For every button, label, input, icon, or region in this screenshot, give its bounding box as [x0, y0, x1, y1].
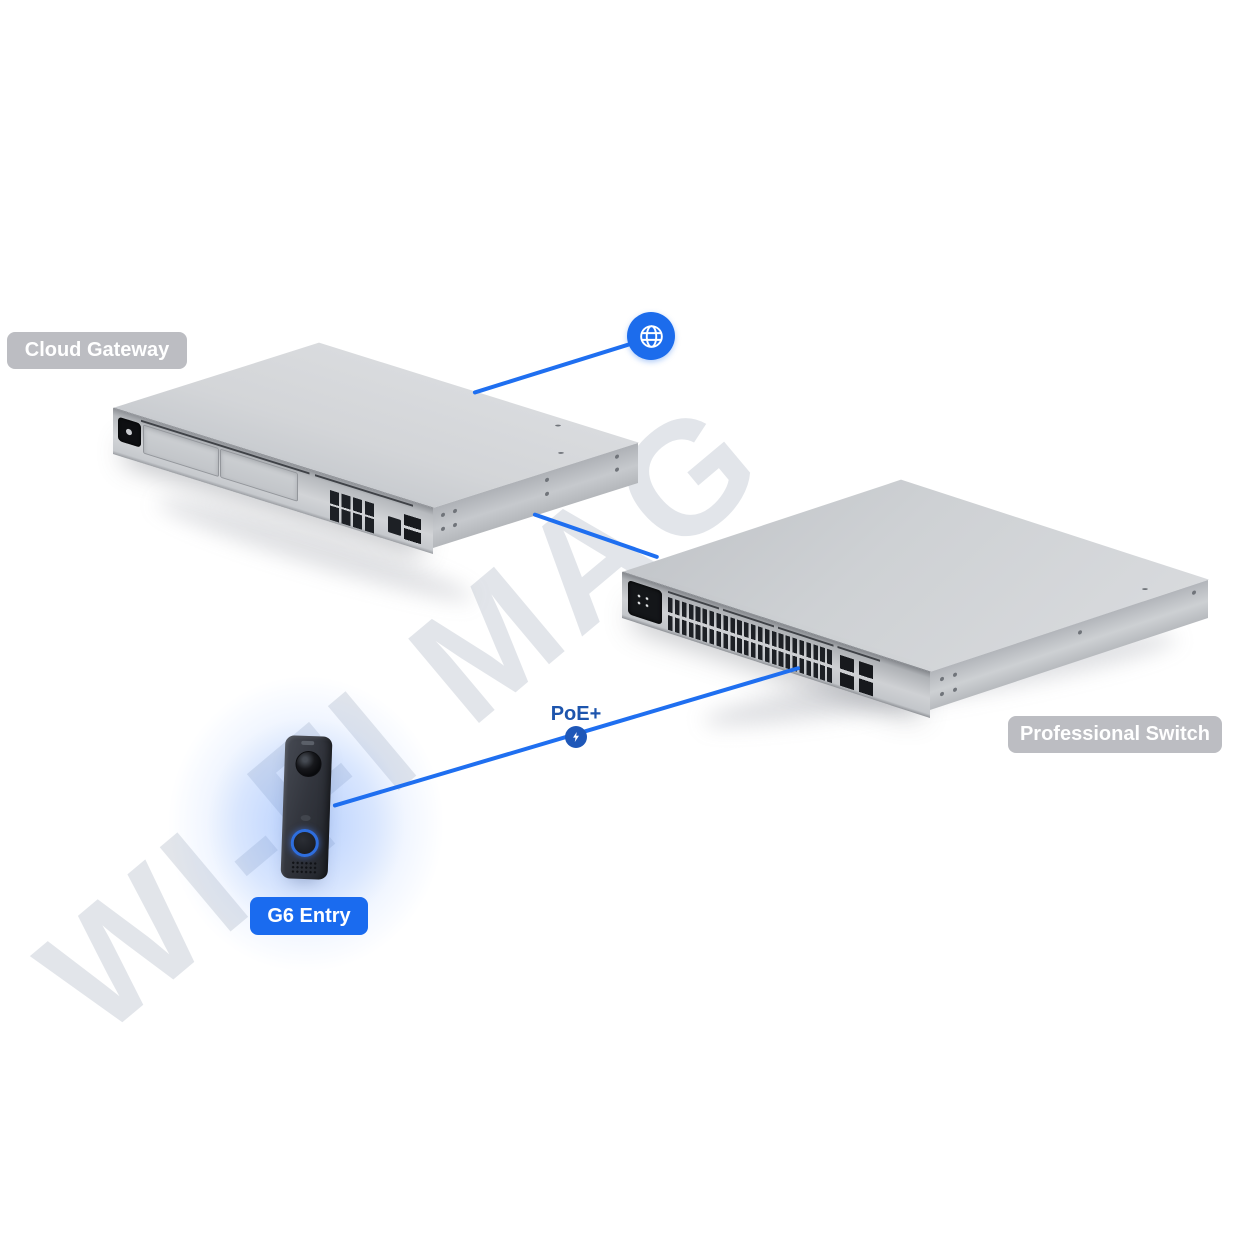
screw-dot [557, 451, 565, 455]
globe-icon [639, 324, 663, 348]
cloud-gateway-label: Cloud Gateway [7, 332, 187, 369]
doorbell-light-slot [301, 740, 315, 746]
gateway-power-button [118, 416, 141, 448]
gateway-ethernet-ports [330, 489, 376, 535]
gateway-wan-port [388, 515, 401, 536]
lightning-bolt-icon [573, 732, 579, 742]
screw-dots [545, 477, 549, 483]
doorbell-camera-icon [295, 750, 322, 778]
internet-node [627, 312, 675, 360]
screw-dot [554, 424, 562, 427]
screw-dots [441, 512, 445, 518]
professional-switch-label: Professional Switch [1008, 716, 1222, 753]
screw-dots [615, 454, 619, 460]
screw-dot [1141, 587, 1149, 591]
poe-power-badge [565, 726, 587, 748]
doorbell-ring-button [290, 828, 320, 858]
screw-dot [1192, 589, 1196, 596]
screw-dots [940, 676, 944, 682]
g6-entry-label: G6 Entry [250, 897, 368, 935]
switch-display [628, 579, 662, 625]
poe-label: PoE+ [550, 703, 602, 725]
screw-dot [1078, 629, 1082, 636]
g6-entry-doorbell-device [280, 735, 333, 880]
doorbell-sensor [300, 814, 311, 822]
link-gateway-internet [472, 336, 648, 395]
gateway-sfp-ports [404, 513, 421, 546]
doorbell-speaker-grille [290, 860, 319, 875]
